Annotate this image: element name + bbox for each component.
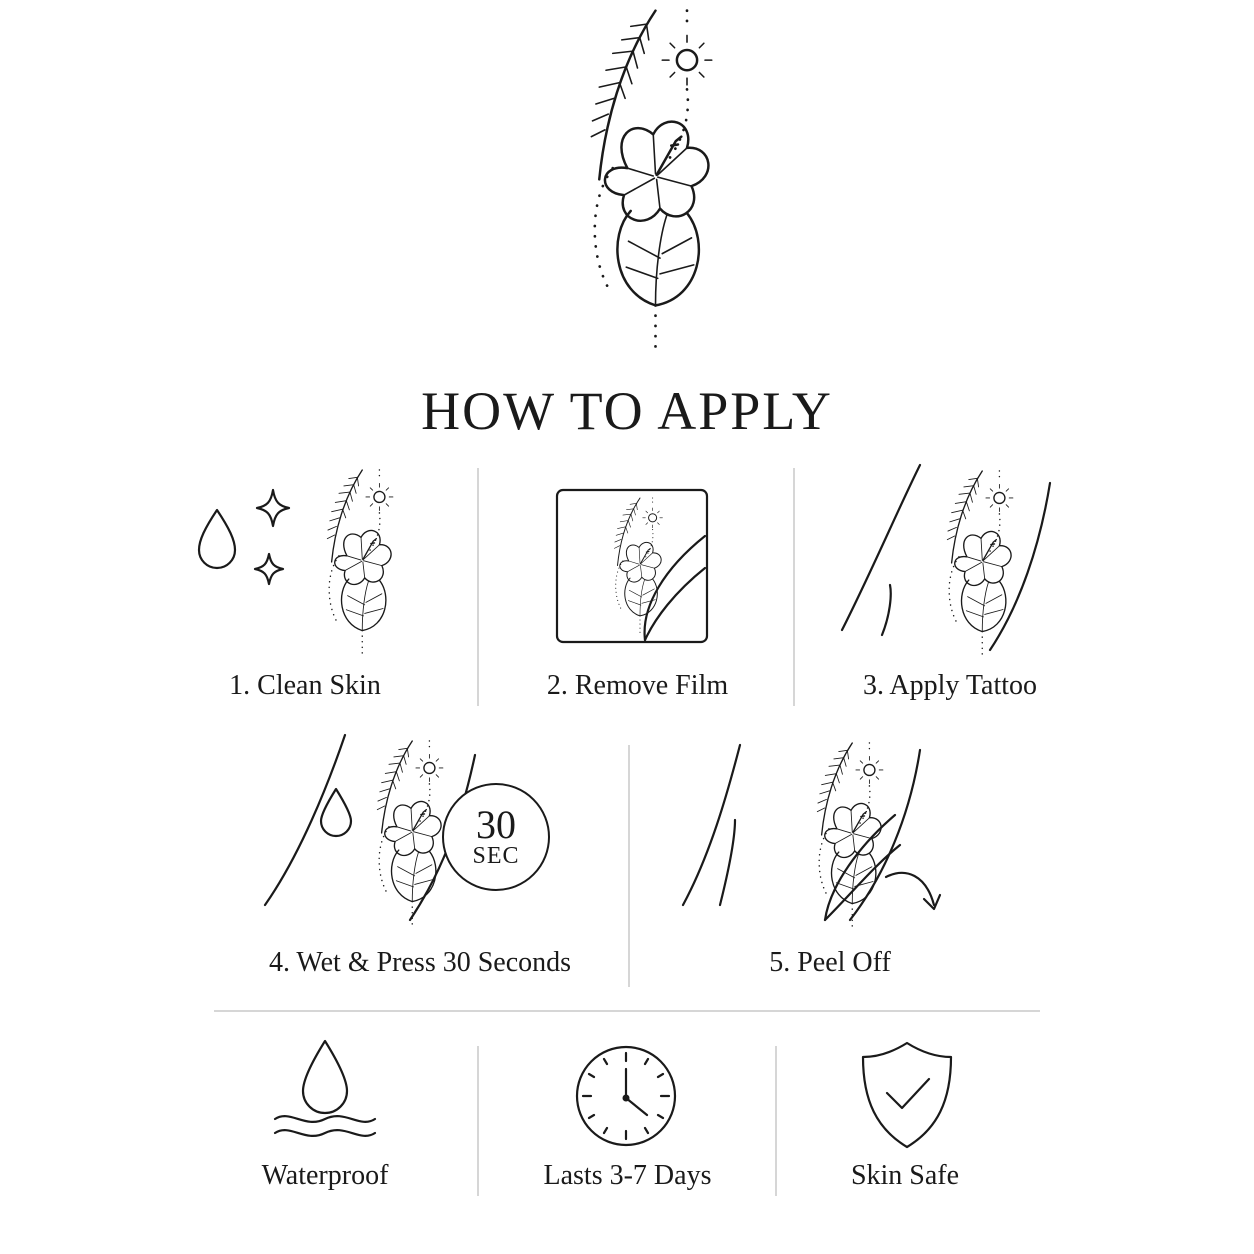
feature-label: Skin Safe xyxy=(850,1160,960,1191)
feature-waterproof: Waterproof xyxy=(225,1035,425,1205)
clock-icon xyxy=(575,1045,677,1147)
divider xyxy=(477,468,479,706)
step-clean-skin: 1. Clean Skin xyxy=(180,469,460,710)
section-divider xyxy=(214,1010,1040,1012)
water-drop-waves-icon xyxy=(273,1039,377,1137)
shield-check-icon xyxy=(861,1041,953,1149)
feature-label: Waterproof xyxy=(261,1160,389,1191)
divider xyxy=(628,745,630,987)
divider xyxy=(775,1046,777,1196)
water-drop-icon xyxy=(319,787,353,838)
step-label: 5. Peel Off xyxy=(769,947,891,978)
feature-duration: Lasts 3-7 Days xyxy=(515,1035,740,1205)
timer-unit: SEC xyxy=(472,843,520,869)
step-label: 1. Clean Skin xyxy=(229,670,381,701)
step-label: 2. Remove Film xyxy=(546,670,729,701)
peeling-film-icon xyxy=(555,488,709,644)
step-wet-press: 30 SEC 4. Wet & Press 30 Seconds xyxy=(230,733,610,985)
step-label: 3. Apply Tattoo xyxy=(862,670,1038,701)
timer-badge: 30 SEC xyxy=(442,783,550,891)
feature-skin-safe: Skin Safe xyxy=(805,1035,1005,1205)
tattoo-flower-icon xyxy=(326,469,394,655)
hero-floral-illustration xyxy=(543,9,723,360)
step-apply-tattoo: 3. Apply Tattoo xyxy=(810,463,1090,710)
arm-outline-icon xyxy=(840,463,1052,652)
page-title: HOW TO APPLY xyxy=(421,381,833,441)
divider xyxy=(477,1046,479,1196)
timer-value: 30 xyxy=(476,802,516,847)
tattoo-flower-icon xyxy=(376,740,444,926)
step-label: 4. Wet & Press 30 Seconds xyxy=(268,947,572,978)
peel-corner-icon xyxy=(823,813,902,922)
divider xyxy=(793,468,795,706)
feature-label: Lasts 3-7 Days xyxy=(543,1160,712,1191)
tattoo-flower-icon xyxy=(946,470,1014,656)
step-remove-film: 2. Remove Film xyxy=(495,470,780,710)
arm-outline-icon xyxy=(681,743,922,922)
curved-arrow-icon xyxy=(884,871,942,911)
step-peel-off: 5. Peel Off xyxy=(650,735,990,985)
water-drop-sparkles-icon xyxy=(197,488,291,586)
